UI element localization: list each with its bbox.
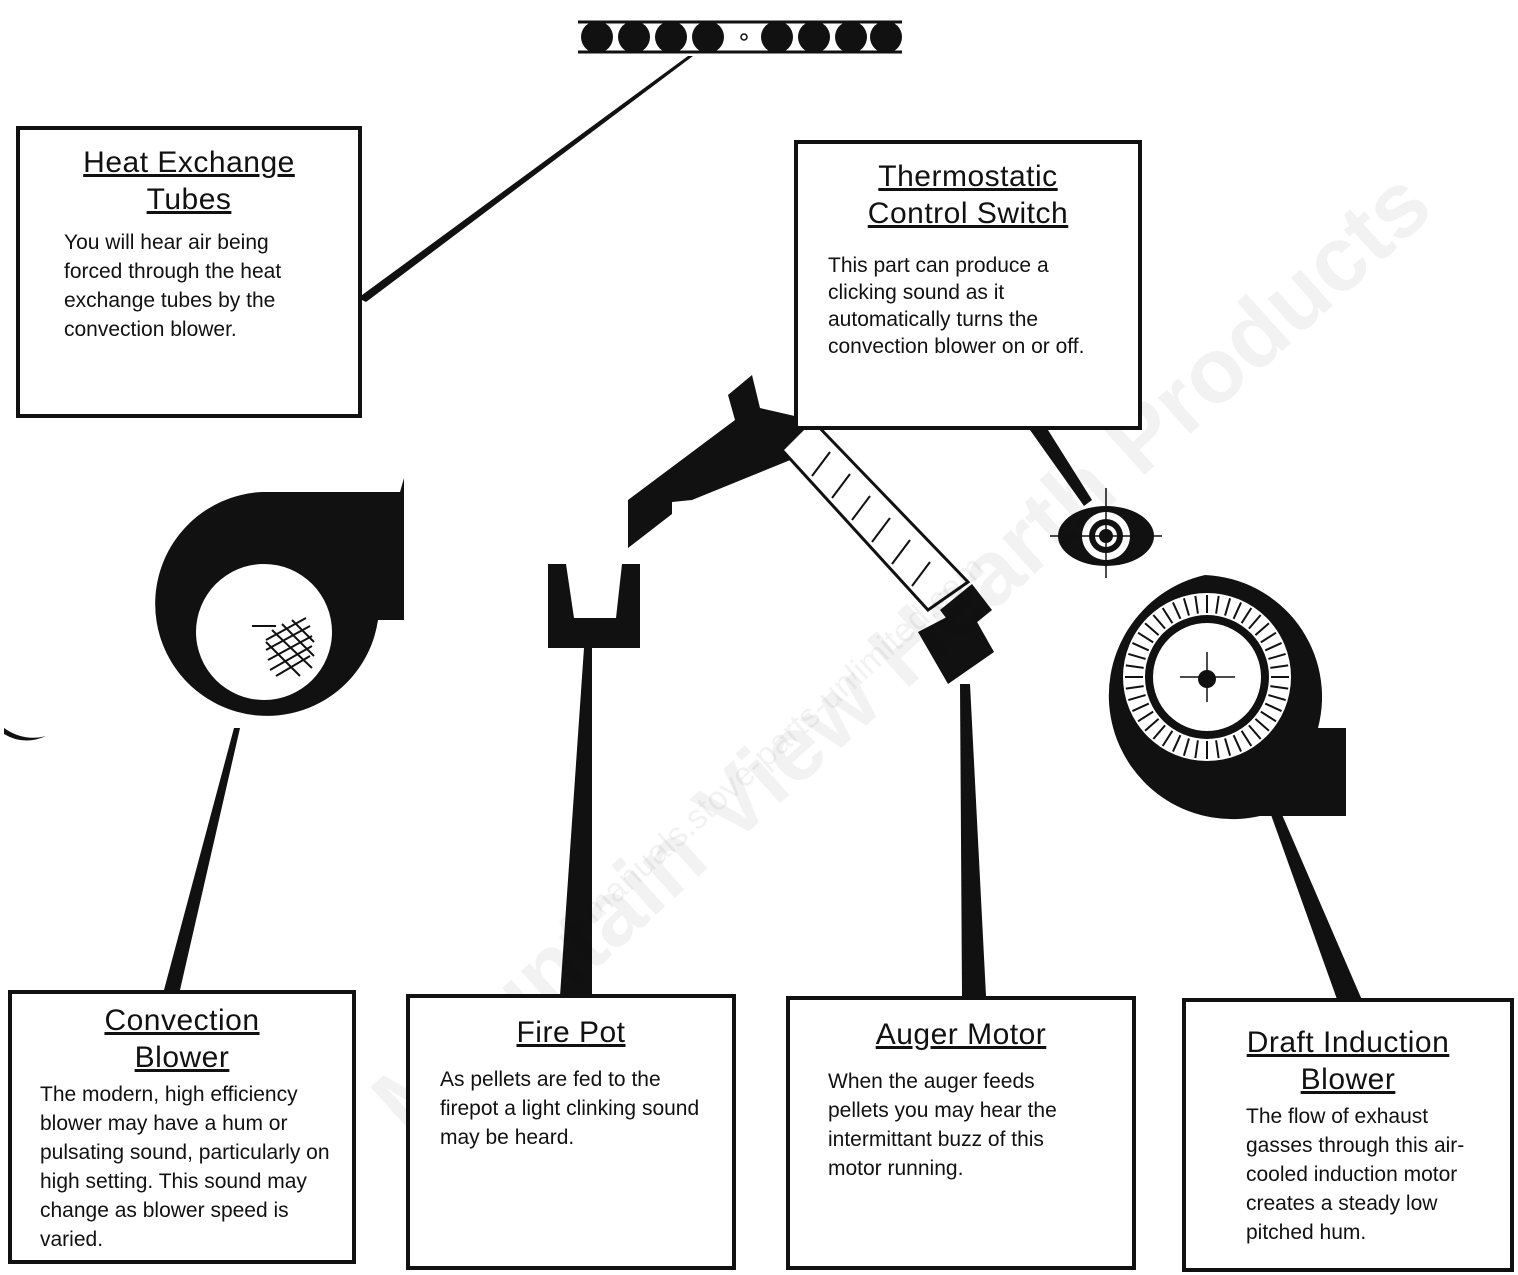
blower-vane [1268,652,1286,660]
blower-vane [1128,694,1146,702]
thermostatic-control-switch-label-box: Thermostatic Control Switch This part ca… [794,140,1142,430]
blower-vane [1172,734,1182,753]
blower-vane [1144,718,1160,732]
blower-vane [1264,702,1283,712]
thermostatic-switch-drawing [1050,488,1162,578]
blower-vane [1254,622,1270,636]
blower-vane [1182,738,1190,756]
blower-vane [1137,710,1154,723]
auger-motor-title: Auger Motor [875,1018,1047,1051]
convection-blower-drawing [4,478,404,741]
blower-vane [1224,598,1232,616]
auger-motor-leader-line [960,684,986,996]
heat-exchange-leader-line [358,56,693,302]
blower-vane [1137,631,1154,644]
blower-vane [1232,601,1242,620]
fire-pot-drawing [548,564,640,648]
draft-induction-blower-drawing [1108,575,1346,820]
auger-motor-description: When the auger feeds pellets you may hea… [828,1070,1057,1180]
blower-vane [1215,740,1220,759]
blower-vane [1240,607,1253,624]
blower-vane [1125,685,1144,690]
heat-exchange-tubes-drawing [578,20,902,54]
blower-vane [1264,642,1283,652]
blower-vane [1161,730,1174,747]
thermostatic-switch-leader-line [1030,430,1092,506]
blower-vane [1260,631,1277,644]
draft-induction-blower-title: Draft Induction Blower [1246,1026,1450,1096]
fire-pot-title: Fire Pot [516,1016,626,1049]
blower-vane [1152,724,1166,740]
fire-pot-leader-line [560,648,592,996]
blower-vane [1194,740,1199,759]
blower-vane [1260,710,1277,723]
blower-vane [1152,614,1166,630]
convection-blower-description: The modern, high efficiency blower may h… [40,1083,330,1251]
blower-vane [1131,642,1150,652]
heat-exchange-tubes-description: You will hear air being forced through t… [64,231,282,341]
blower-vane [1131,702,1150,712]
fire-pot-description: As pellets are fed to the firepot a ligh… [440,1068,700,1149]
thermostatic-control-switch-description: This part can produce a clicking sound a… [828,254,1085,358]
convection-blower-title: Convection Blower [104,1004,260,1074]
thermostatic-control-switch-title: Thermostatic Control Switch [867,160,1069,230]
blower-vane [1248,724,1262,740]
blower-vane [1194,595,1199,614]
blower-vane [1172,601,1182,620]
blower-vane [1128,652,1146,660]
blower-vane [1240,730,1253,747]
blower-vane [1270,685,1289,690]
heat-exchange-tubes-label-box: Heat Exchange Tubes You will hear air be… [16,126,362,418]
blower-vane [1215,595,1220,614]
blower-vane [1268,694,1286,702]
blower-vane [1224,738,1232,756]
blower-vane [1270,664,1289,669]
auger-motor-label-box: Auger Motor When the auger feeds pellets… [786,996,1136,1270]
convection-blower-leader-line [164,728,240,990]
blower-vane [1144,622,1160,636]
convection-blower-label-box: Convection Blower The modern, high effic… [8,990,356,1264]
blower-vane [1232,734,1242,753]
draft-blower-leader-line [1270,810,1362,1002]
heat-exchange-tubes-title: Heat Exchange Tubes [83,146,295,216]
blower-vane [1182,598,1190,616]
auger-tube-drawing [628,375,994,684]
blower-vane [1125,664,1144,669]
blower-vane [1254,718,1270,732]
blower-vane [1248,614,1262,630]
blower-vane [1161,607,1174,624]
fire-pot-label-box: Fire Pot As pellets are fed to the firep… [406,994,736,1270]
draft-induction-blower-description: The flow of exhaust gasses through this … [1246,1105,1465,1244]
draft-induction-blower-label-box: Draft Induction Blower The flow of exhau… [1182,998,1514,1272]
